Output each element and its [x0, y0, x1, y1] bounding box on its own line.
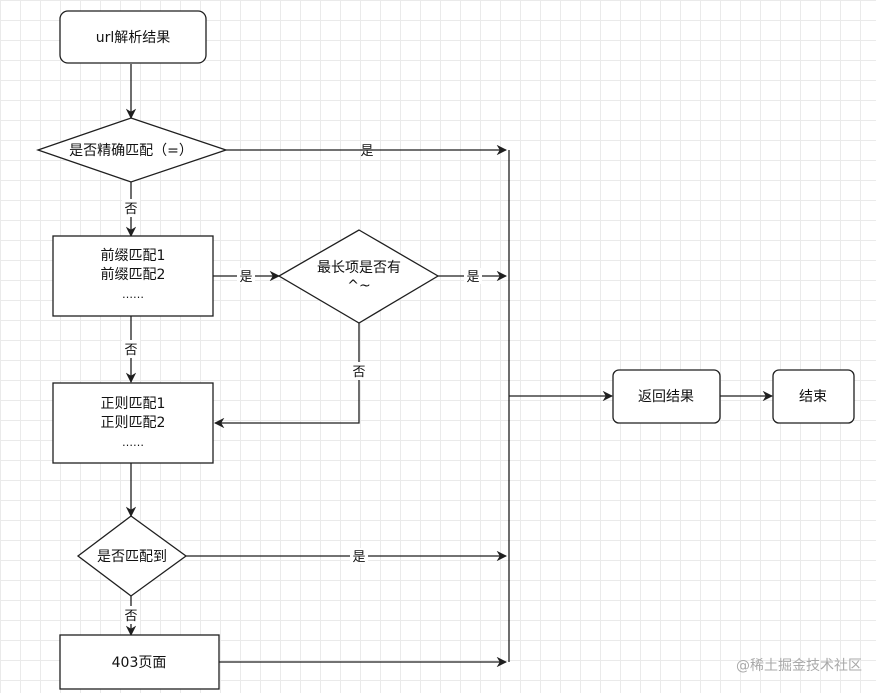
- prefix-match-node: [52, 235, 214, 317]
- longest-prefix-line1: 最长项是否有: [317, 260, 401, 276]
- regex-match-ellipsis: ……: [122, 436, 144, 449]
- exact-match-decision: [36, 117, 229, 183]
- start-node-label: url解析结果: [96, 30, 171, 46]
- matched-decision: [76, 515, 188, 597]
- prefix-match-line1: 前缀匹配1: [101, 247, 166, 264]
- regex-match-node: [52, 382, 214, 464]
- edge-label-matched-no: 否: [124, 609, 137, 624]
- return-result-node: [612, 369, 721, 424]
- return-result-label: 返回结果: [638, 389, 694, 405]
- regex-match-line1: 正则匹配1: [101, 396, 166, 412]
- edge-label-exact-yes: 是: [360, 144, 373, 159]
- end-node: [772, 369, 855, 424]
- edge-label-longest-no: 否: [352, 365, 365, 380]
- exact-match-label: 是否精确匹配（=）: [69, 143, 193, 159]
- longest-prefix-decision: [277, 229, 440, 324]
- longest-prefix-line2: ^~: [347, 278, 370, 294]
- page-403-node: [59, 634, 220, 690]
- regex-match-line2: 正则匹配2: [101, 415, 166, 431]
- edge-longest-no: [213, 323, 360, 429]
- watermark: @稀土掘金技术社区: [736, 658, 862, 674]
- start-node: [59, 10, 207, 64]
- edge-label-exact-no: 否: [124, 202, 137, 217]
- page-403-label: 403页面: [112, 655, 167, 671]
- edge-label-matched-yes: 是: [352, 550, 365, 565]
- edge-label-prefix-no: 否: [124, 343, 137, 358]
- prefix-match-line2: 前缀匹配2: [101, 266, 166, 283]
- matched-label: 是否匹配到: [97, 549, 167, 565]
- edge-label-prefix-yes: 是: [239, 270, 252, 285]
- end-label: 结束: [799, 389, 827, 405]
- edge-label-longest-yes: 是: [466, 270, 479, 285]
- prefix-match-ellipsis: ……: [122, 288, 144, 301]
